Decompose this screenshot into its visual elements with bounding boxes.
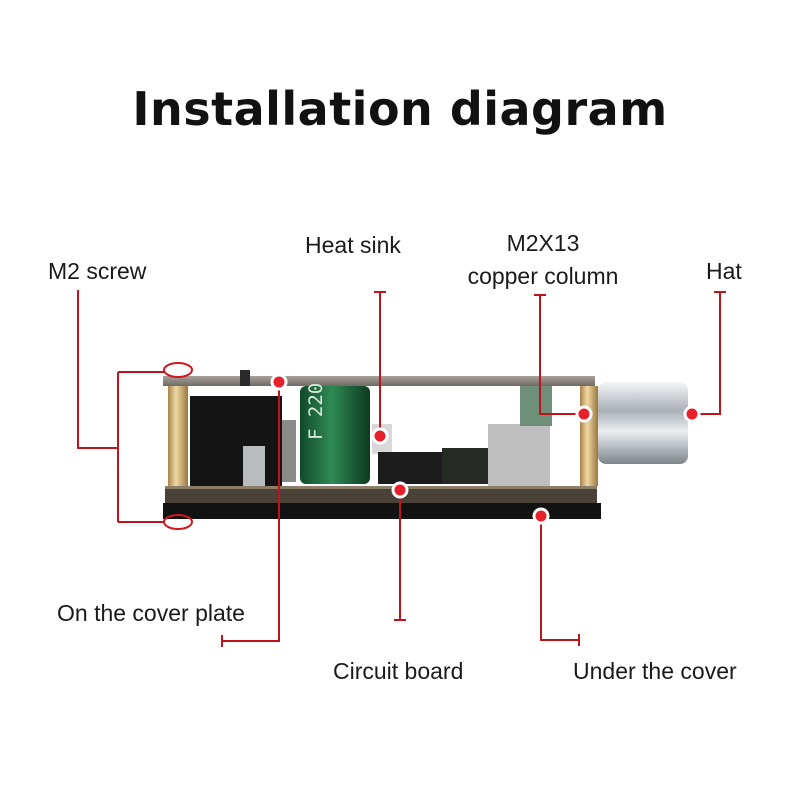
label-circuit-board: Circuit board — [333, 658, 464, 684]
copper-column-right — [580, 386, 598, 486]
top-cover-plate — [163, 376, 595, 386]
label-heat-sink: Heat sink — [305, 232, 401, 258]
capacitor — [300, 386, 370, 484]
circuit-board — [165, 486, 597, 503]
copper-column-left — [168, 386, 188, 486]
usb-port — [488, 424, 550, 486]
label-on-cover-plate: On the cover plate — [57, 600, 245, 626]
marker-dots — [270, 373, 701, 525]
label-hat: Hat — [706, 258, 742, 284]
leader-lines — [77, 290, 726, 647]
screw-marker-top — [163, 362, 193, 378]
label-copper-column-size: M2X13 — [506, 230, 580, 256]
chip — [378, 452, 442, 484]
label-copper-column: copper column — [467, 263, 619, 289]
capacitor-label: F 220 — [305, 383, 327, 440]
bottom-cover — [163, 503, 601, 519]
audio-jack — [190, 396, 282, 486]
heat-sink — [372, 424, 392, 454]
screw-marker-bottom — [163, 514, 193, 530]
label-under-cover: Under the cover — [573, 658, 737, 684]
knob — [598, 382, 688, 464]
label-m2-screw: M2 screw — [48, 258, 147, 284]
page-title: Installation diagram — [132, 82, 668, 136]
